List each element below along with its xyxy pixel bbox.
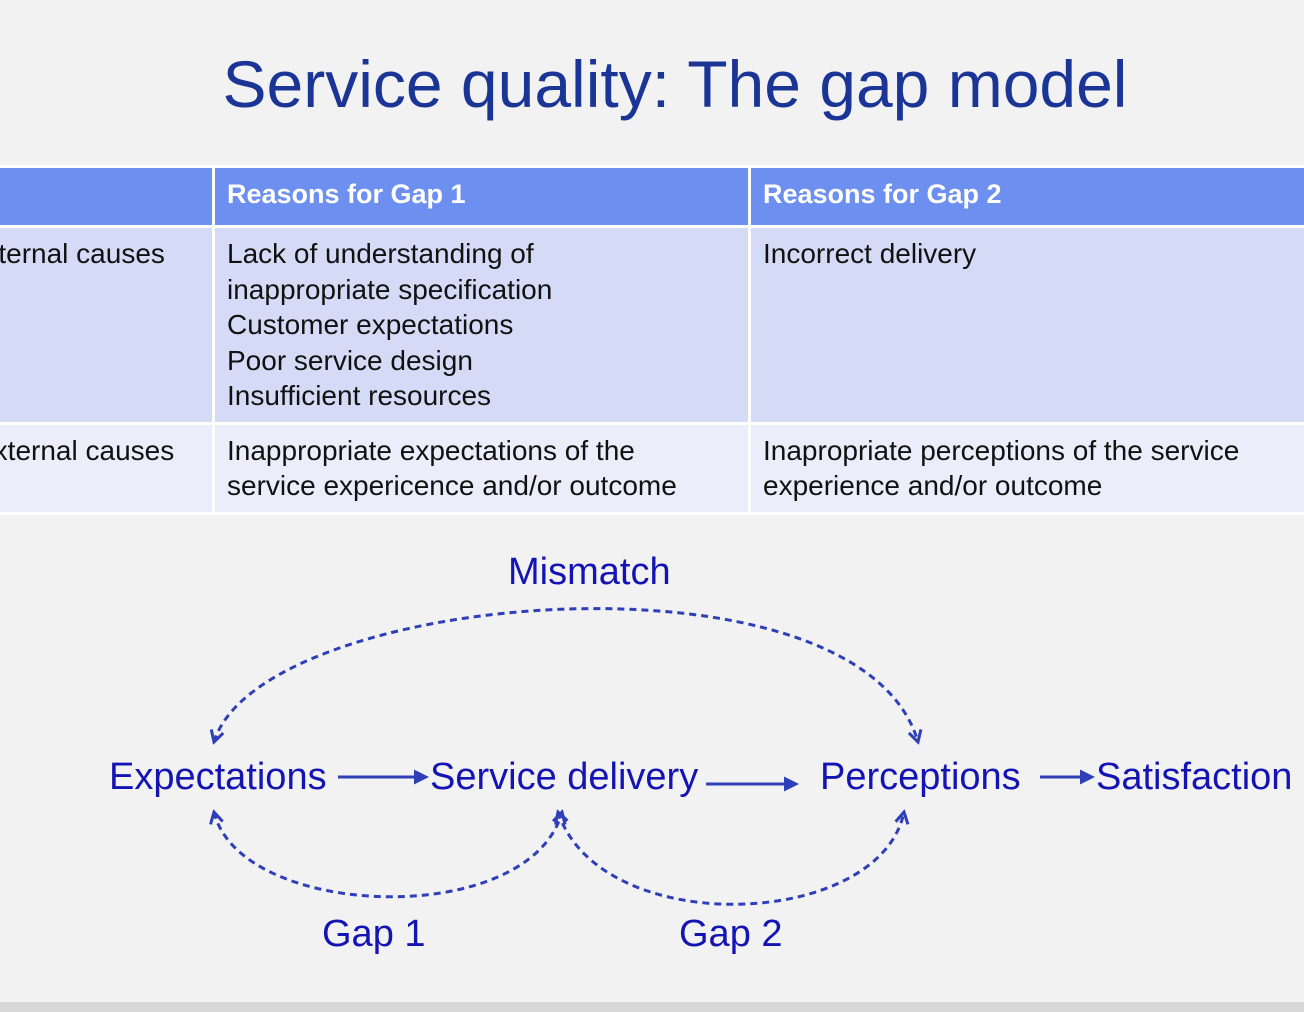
header-gap1: Reasons for Gap 1 [212,165,751,228]
label-gap2: Gap 2 [679,913,783,955]
arc-gap1 [214,812,562,899]
bottom-divider [0,1002,1304,1012]
table-row: Internal causes Lack of understanding of… [0,225,1304,425]
arc-mismatch [214,607,918,742]
row-label-external: External causes [0,421,215,515]
cell-line: Inapropriate perceptions of the service [763,434,1240,466]
cell-line: Poor service design [227,344,473,376]
node-service-delivery: Service delivery [430,756,699,798]
label-mismatch: Mismatch [508,551,671,593]
cell-line: experience and/or outcome [763,470,1103,501]
cell-line: Lack of understanding of [227,238,534,269]
cell-line: service expericence and/or outcome [227,470,677,501]
cell-line: Inappropriate expectations of the [227,434,635,466]
slide-title: Service quality: The gap model [222,47,1128,121]
cell-line: Insufficient resources [227,380,492,411]
cell-internal-gap1: Lack of understanding of inappropriate s… [212,225,751,425]
node-satisfaction: Satisfaction [1096,756,1293,798]
cell-line: inappropriate specification [227,273,553,305]
arc-gap2 [558,812,904,906]
table-row: External causes Inappropriate expectatio… [0,421,1304,515]
row-label-text: Internal causes [0,238,165,269]
table-header-row: Reasons for Gap 1 Reasons for Gap 2 [0,165,1304,228]
node-perceptions: Perceptions [820,756,1021,798]
header-empty-cell [0,165,215,228]
label-gap1: Gap 1 [322,913,426,955]
header-gap2: Reasons for Gap 2 [748,165,1304,228]
cell-external-gap1: Inappropriate expectations of the servic… [212,421,751,515]
cell-line: Customer expectations [227,309,514,340]
row-label-internal: Internal causes [0,225,215,425]
cell-line: Incorrect delivery [763,238,977,269]
node-expectations: Expectations [109,756,327,798]
cell-external-gap2: Inapropriate perceptions of the service … [748,421,1304,515]
cell-internal-gap2: Incorrect delivery [748,225,1304,425]
row-label-text: External causes [0,434,175,466]
gap-reasons-table: Reasons for Gap 1 Reasons for Gap 2 Inte… [0,165,1304,515]
